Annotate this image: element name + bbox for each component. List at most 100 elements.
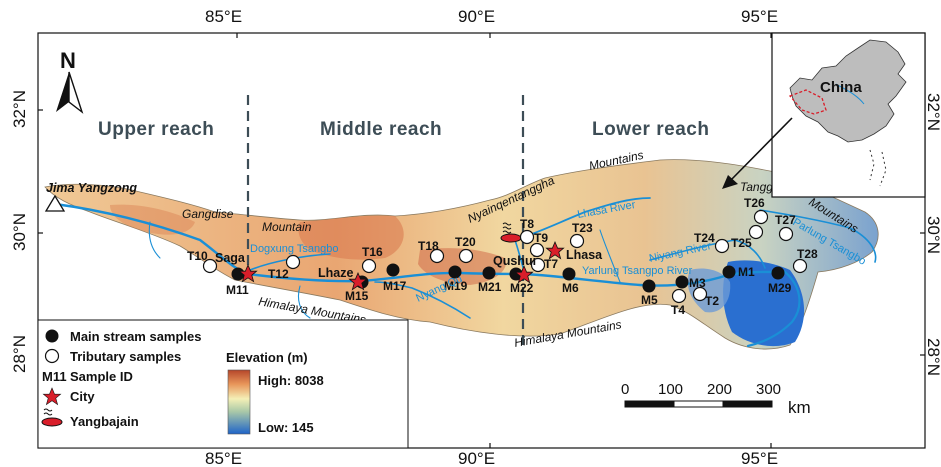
scale-label-300: 300 bbox=[756, 381, 781, 398]
upper-reach-label: Upper reach bbox=[98, 119, 214, 140]
legend-tributary-marker bbox=[44, 348, 60, 364]
north-arrow-icon bbox=[68, 71, 84, 114]
label-M11: M11 bbox=[226, 283, 249, 297]
label-T27: T27 bbox=[775, 213, 796, 227]
main-sample-point bbox=[675, 275, 689, 289]
tick-top-85: 85°E bbox=[205, 7, 242, 26]
tributary-sample-point bbox=[429, 248, 445, 264]
tributary-sample-point bbox=[671, 288, 687, 304]
tributary-sample-point bbox=[778, 226, 794, 242]
main-sample-point bbox=[562, 267, 576, 281]
north-arrow: N bbox=[56, 48, 84, 114]
tick-bottom-85: 85°E bbox=[205, 449, 242, 467]
yangbajain-marker-icon bbox=[500, 233, 522, 243]
scale-segment bbox=[723, 401, 772, 407]
main-sample-point bbox=[386, 263, 400, 277]
main-sample-point bbox=[231, 267, 245, 281]
north-arrow-icon bbox=[56, 72, 69, 112]
legend-tributary-label: Tributary samples bbox=[70, 349, 181, 364]
label-T7: T7 bbox=[544, 257, 558, 271]
tributary-sample-point bbox=[202, 258, 218, 274]
jima-triangle-icon bbox=[44, 194, 66, 212]
scale-label-0: 0 bbox=[621, 381, 629, 398]
main-sample-point bbox=[482, 266, 496, 280]
scale-segment bbox=[673, 400, 724, 408]
legend-elevation-high: High: 8038 bbox=[258, 373, 324, 388]
tributary-sample-point bbox=[458, 248, 474, 264]
city-star-icon bbox=[514, 264, 534, 284]
label-M29: M29 bbox=[768, 281, 792, 295]
niyang-river bbox=[649, 239, 766, 269]
inset-pointer-arrowhead bbox=[722, 175, 738, 189]
tibet-region-outline bbox=[788, 89, 827, 115]
low-elevation-patch bbox=[687, 268, 731, 313]
north-arrow-label: N bbox=[60, 48, 76, 73]
inset-china-label: China bbox=[820, 79, 862, 96]
label-T8: T8 bbox=[520, 217, 534, 231]
inset-pointer-arrow bbox=[727, 117, 793, 184]
legend-elevation-low: Low: 145 bbox=[258, 420, 314, 435]
middle-reach-label: Middle reach bbox=[320, 119, 442, 140]
main-sample-point bbox=[509, 267, 523, 281]
label-T20: T20 bbox=[455, 235, 476, 249]
tributary-sample-point bbox=[285, 254, 301, 270]
yangbajain-waves-icon bbox=[502, 222, 512, 234]
main-sample-point bbox=[722, 265, 736, 279]
scale-unit: km bbox=[788, 398, 811, 417]
place-qushui: Qushui bbox=[493, 254, 536, 268]
label-M1: M1 bbox=[738, 265, 755, 279]
parlung-tsangbo bbox=[759, 209, 877, 263]
legend-yangbajain-icon bbox=[41, 417, 63, 427]
south-china-sea-islands-icon bbox=[869, 149, 887, 187]
label-T23: T23 bbox=[572, 221, 593, 235]
tributary-sample-point bbox=[519, 229, 535, 245]
main-sample-point bbox=[448, 265, 462, 279]
tick-right-30: 30°N bbox=[924, 216, 941, 254]
legend-yangbajain-label: Yangbajain bbox=[70, 414, 139, 429]
tributary-sample-point bbox=[753, 209, 769, 225]
label-T12: T12 bbox=[268, 267, 289, 281]
tributary-upper bbox=[148, 221, 161, 259]
tributary-sample-point bbox=[692, 286, 708, 302]
main-sample-point bbox=[771, 266, 785, 280]
scale-label-100: 100 bbox=[658, 381, 683, 398]
tributary-sample-point bbox=[714, 238, 730, 254]
mountain-gangdise: Gangdise bbox=[182, 207, 234, 221]
legend: Main stream samples Tributary samples M1… bbox=[37, 319, 409, 449]
tributary-sample-point bbox=[748, 224, 764, 240]
city-star-icon bbox=[238, 263, 258, 283]
tick-right-32: 32°N bbox=[924, 93, 941, 131]
label-T26: T26 bbox=[744, 196, 765, 210]
tributary-samples bbox=[202, 209, 808, 304]
place-lhasa: Lhasa bbox=[566, 248, 603, 262]
legend-city-label: City bbox=[70, 389, 95, 404]
legend-sample-id-code: M11 bbox=[42, 369, 67, 384]
label-M5: M5 bbox=[641, 293, 658, 307]
yarlung-gorge bbox=[746, 270, 801, 348]
label-M6: M6 bbox=[562, 281, 579, 295]
legend-elevation-ramp bbox=[227, 369, 251, 435]
river-label-yarlung: Yarlung Tsangpo River bbox=[582, 265, 693, 277]
legend-main-marker bbox=[45, 329, 59, 343]
high-relief-patch bbox=[298, 215, 404, 260]
scale-segment bbox=[625, 401, 674, 407]
inset-map: China bbox=[771, 32, 926, 198]
tick-left-32: 32°N bbox=[10, 90, 29, 128]
label-T18: T18 bbox=[418, 239, 439, 253]
tick-bottom-90: 90°E bbox=[458, 449, 495, 467]
label-T9: T9 bbox=[534, 231, 548, 245]
tick-left-30: 30°N bbox=[10, 213, 29, 251]
tick-top-95: 95°E bbox=[741, 7, 778, 26]
main-samples bbox=[231, 263, 785, 293]
place-saga: Saga bbox=[215, 251, 246, 265]
dogxung-tsangbo bbox=[249, 253, 331, 271]
inset-river-icon bbox=[835, 83, 865, 105]
city-star-icon bbox=[348, 271, 368, 291]
tributary-middle bbox=[297, 285, 311, 319]
tick-left-28: 28°N bbox=[10, 335, 29, 373]
scale-outline bbox=[624, 400, 773, 408]
lhasa-river bbox=[514, 197, 651, 241]
lower-reach-label: Lower reach bbox=[592, 119, 709, 140]
scale-label-200: 200 bbox=[707, 381, 732, 398]
label-T2: T2 bbox=[705, 294, 719, 308]
